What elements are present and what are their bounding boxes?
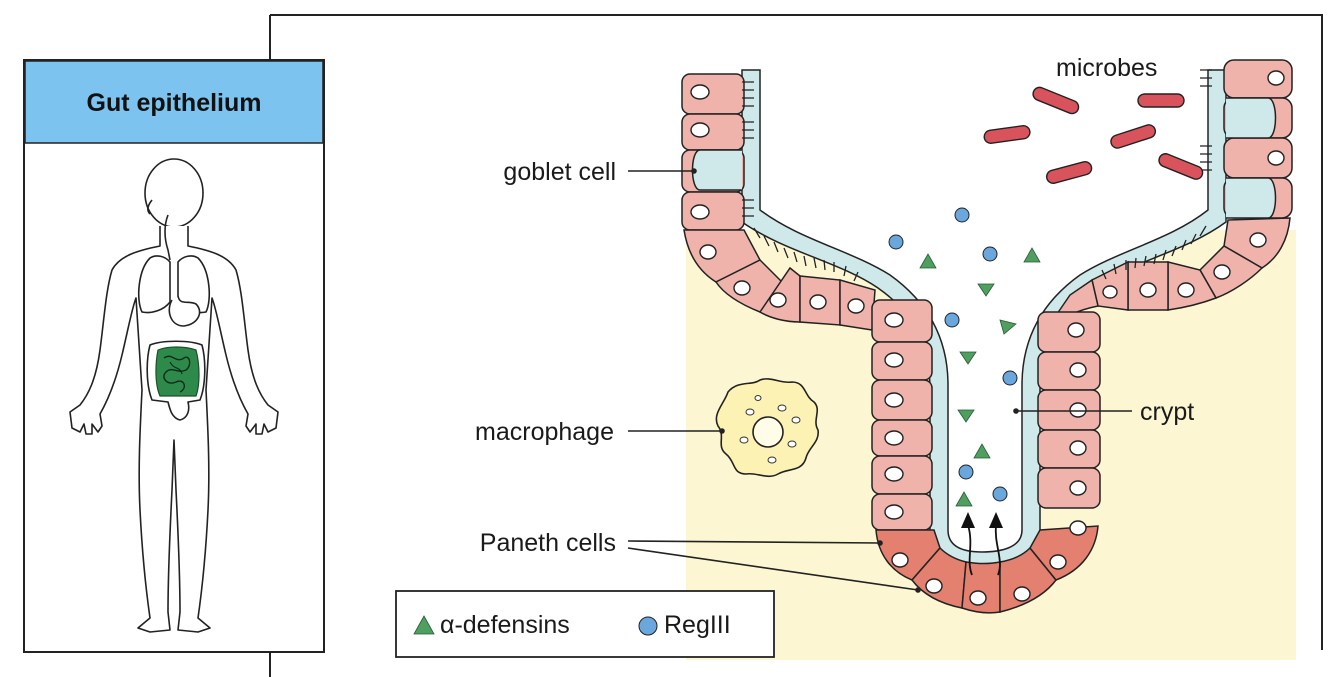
label-macrophage: macrophage	[475, 418, 614, 446]
label-crypt: crypt	[1140, 398, 1194, 426]
intestine-icon	[155, 346, 200, 397]
cell-nuclei	[690, 70, 1285, 606]
label-paneth-cells: Paneth cells	[480, 529, 616, 557]
arrow-head-icon	[961, 512, 975, 528]
triangle-icon	[413, 615, 435, 635]
crypt-panel: goblet cell macrophage Paneth cells micr…	[269, 14, 1323, 677]
label-microbes: microbes	[1056, 54, 1157, 82]
goblet-cell	[691, 149, 742, 191]
alpha-defensin-particles	[919, 247, 1041, 507]
body-panel: Gut epithelium	[23, 59, 325, 653]
leader-lines	[627, 170, 1132, 591]
legend-regiii: RegIII	[664, 611, 731, 639]
secretion-arrows	[967, 524, 1001, 576]
microvilli	[742, 69, 1212, 282]
label-goblet-cell: goblet cell	[503, 158, 616, 186]
circle-icon	[638, 616, 658, 636]
panel-title: Gut epithelium	[87, 89, 262, 117]
regiii-particles	[888, 207, 1018, 502]
arrow-head-icon	[989, 512, 1003, 528]
macrophage-cell	[715, 378, 819, 478]
microbes	[983, 86, 1204, 184]
legend: α-defensins RegIII	[395, 590, 775, 658]
panel-header	[24, 60, 324, 144]
legend-alpha-defensins: α-defensins	[440, 611, 570, 639]
